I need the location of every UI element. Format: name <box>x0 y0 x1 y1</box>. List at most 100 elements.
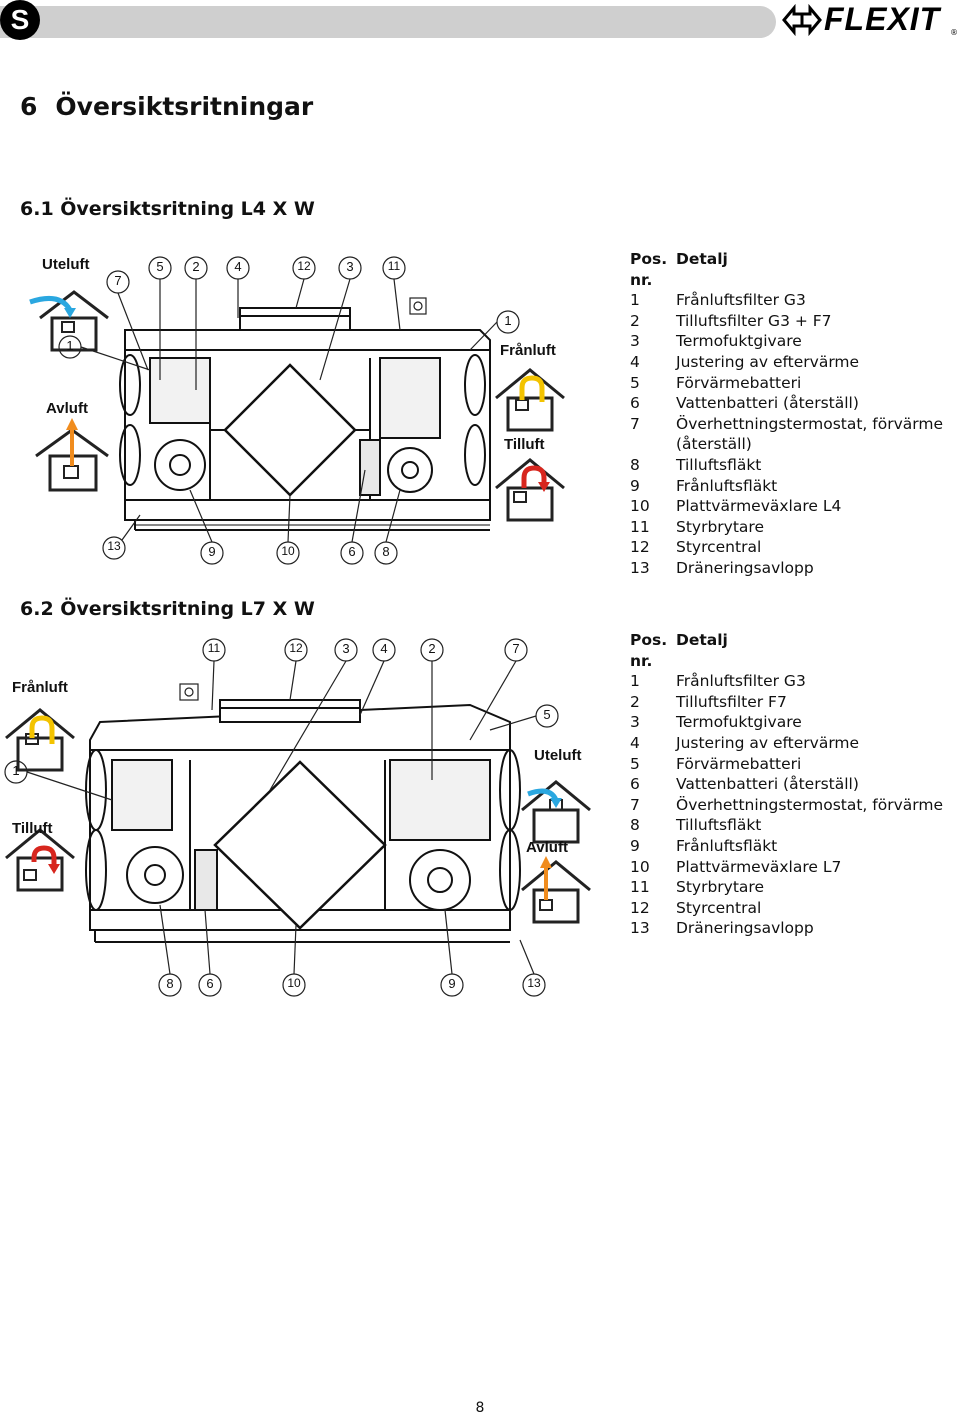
subsection-title-l4: 6.1 Översiktsritning L4 X W <box>20 198 315 220</box>
l7-label-avluft: Avluft <box>526 839 568 856</box>
l4-callout-4: 4 <box>234 259 242 274</box>
l4-unit-drawing <box>119 307 491 531</box>
language-bar <box>0 6 776 38</box>
table-cell-detail: Dräneringsavlopp <box>676 558 814 577</box>
table-row: 11 Styrbrytare <box>630 517 943 538</box>
table-cell-detail: Vattenbatteri (återställ) <box>676 775 859 794</box>
table-cell-pos: 10 <box>630 497 650 516</box>
table-cell-pos: 5 <box>630 754 640 773</box>
table-cell-pos: 2 <box>630 692 640 711</box>
table-cell-detail: Styrbrytare <box>676 517 764 536</box>
table-cell-detail: Överhettningstermostat, förvärme <box>676 795 943 814</box>
l7-callouts <box>4 638 559 997</box>
table-cell-pos: 11 <box>630 517 650 536</box>
table-cell-detail: Termofuktgivare <box>676 713 802 732</box>
table-cell-pos: 11 <box>630 878 650 897</box>
table-row: 13 Dräneringsavlopp <box>630 918 943 939</box>
l7-callout-5: 5 <box>543 707 551 722</box>
table-row: 1 Frånluftsfilter G3 <box>630 671 943 692</box>
table-cell-detail: Plattvärmeväxlare L7 <box>676 857 842 876</box>
table-cell-pos: 7 <box>630 795 640 814</box>
l4-callout-7: 7 <box>114 273 122 288</box>
l7-label-tilluft: Tilluft <box>12 820 53 837</box>
l4-label-uteluft: Uteluft <box>42 256 90 273</box>
table-row: 3 Termofuktgivare <box>630 712 943 733</box>
l4-callout-2: 2 <box>192 259 200 274</box>
table-cell-pos: 3 <box>630 332 640 351</box>
table-header-sub: nr. <box>630 651 653 670</box>
l7-callout-13: 13 <box>527 976 541 990</box>
l4-tilluft-house-icon <box>495 458 565 522</box>
l4-uteluft-house-icon <box>29 290 109 352</box>
table-cell-detail: Dräneringsavlopp <box>676 919 814 938</box>
l4-callout-13: 13 <box>107 539 121 553</box>
l4-callout-12: 12 <box>297 259 311 273</box>
table-cell-detail: Tilluftsfilter F7 <box>676 692 787 711</box>
table-cell-detail: Justering av eftervärme <box>676 733 860 752</box>
l7-callout-10: 10 <box>287 976 301 990</box>
table-header: Pos.Detalj <box>630 250 728 268</box>
l4-callout-1-left: 1 <box>66 338 74 353</box>
table-row: 4 Justering av eftervärme <box>630 733 943 754</box>
l4-franluft-house-icon <box>495 368 565 432</box>
table-cell-detail: Tilluftsfläkt <box>676 816 762 835</box>
l7-callout-3: 3 <box>342 641 350 656</box>
table-cell-pos: 3 <box>630 713 640 732</box>
section-number: 6 <box>20 92 38 121</box>
table-row: 10 Plattvärmeväxlare L7 <box>630 857 943 878</box>
table-cell-pos: 1 <box>630 291 640 310</box>
table-cell-pos: 4 <box>630 733 640 752</box>
table-cell-detail: Frånluftsfilter G3 <box>676 672 806 691</box>
l7-uteluft-house-icon <box>521 780 591 844</box>
table-cell-detail: Frånluftsfilter G3 <box>676 291 806 310</box>
l4-callout-6: 6 <box>348 544 356 559</box>
table-cell-pos: 10 <box>630 857 650 876</box>
table-row: 11 Styrbrytare <box>630 877 943 898</box>
table-cell-pos: 6 <box>630 775 640 794</box>
brand-registered: ® <box>950 28 958 37</box>
table-cell-pos: 13 <box>630 919 650 938</box>
l7-callout-8: 8 <box>166 976 174 991</box>
table-cell-pos: 4 <box>630 352 640 371</box>
table-row: 3 Termofuktgivare <box>630 331 943 352</box>
l4-callouts <box>58 256 520 565</box>
table-cell-detail: Termofuktgivare <box>676 332 802 351</box>
table-row: 4 Justering av eftervärme <box>630 352 943 373</box>
table-cell-detail: Tilluftsfläkt <box>676 455 762 474</box>
language-badge: S <box>0 0 40 40</box>
table-cell-pos: 12 <box>630 898 650 917</box>
table-cell-pos: 13 <box>630 558 650 577</box>
table-cell-detail: Förvärmebatteri <box>676 373 802 392</box>
l7-label-uteluft: Uteluft <box>534 747 582 764</box>
table-cell-detail: Förvärmebatteri <box>676 754 802 773</box>
table-cell-detail: Vattenbatteri (återställ) <box>676 394 859 413</box>
l7-avluft-house-icon <box>521 856 591 924</box>
l4-label-tilluft: Tilluft <box>504 436 545 453</box>
table-cell-pos: 9 <box>630 836 640 855</box>
table-cell-detail: Tilluftsfilter G3 + F7 <box>676 311 832 330</box>
table-cell-detail: Frånluftsfläkt <box>676 476 778 495</box>
table-cell-detail: Styrbrytare <box>676 878 764 897</box>
l7-callout-4: 4 <box>380 641 388 656</box>
table-cell-pos: 1 <box>630 672 640 691</box>
table-row: 1 Frånluftsfilter G3 <box>630 290 943 311</box>
l7-callout-6: 6 <box>206 976 214 991</box>
table-cell-pos: 12 <box>630 538 650 557</box>
table-cell-pos: 7 <box>630 414 640 433</box>
table-cell-detail: Styrcentral <box>676 898 762 917</box>
table-cell-detail: Justering av eftervärme <box>676 352 860 371</box>
table-row: 2 Tilluftsfilter F7 <box>630 692 943 713</box>
l4-callout-10: 10 <box>281 544 295 558</box>
l7-callout-12: 12 <box>289 641 303 655</box>
